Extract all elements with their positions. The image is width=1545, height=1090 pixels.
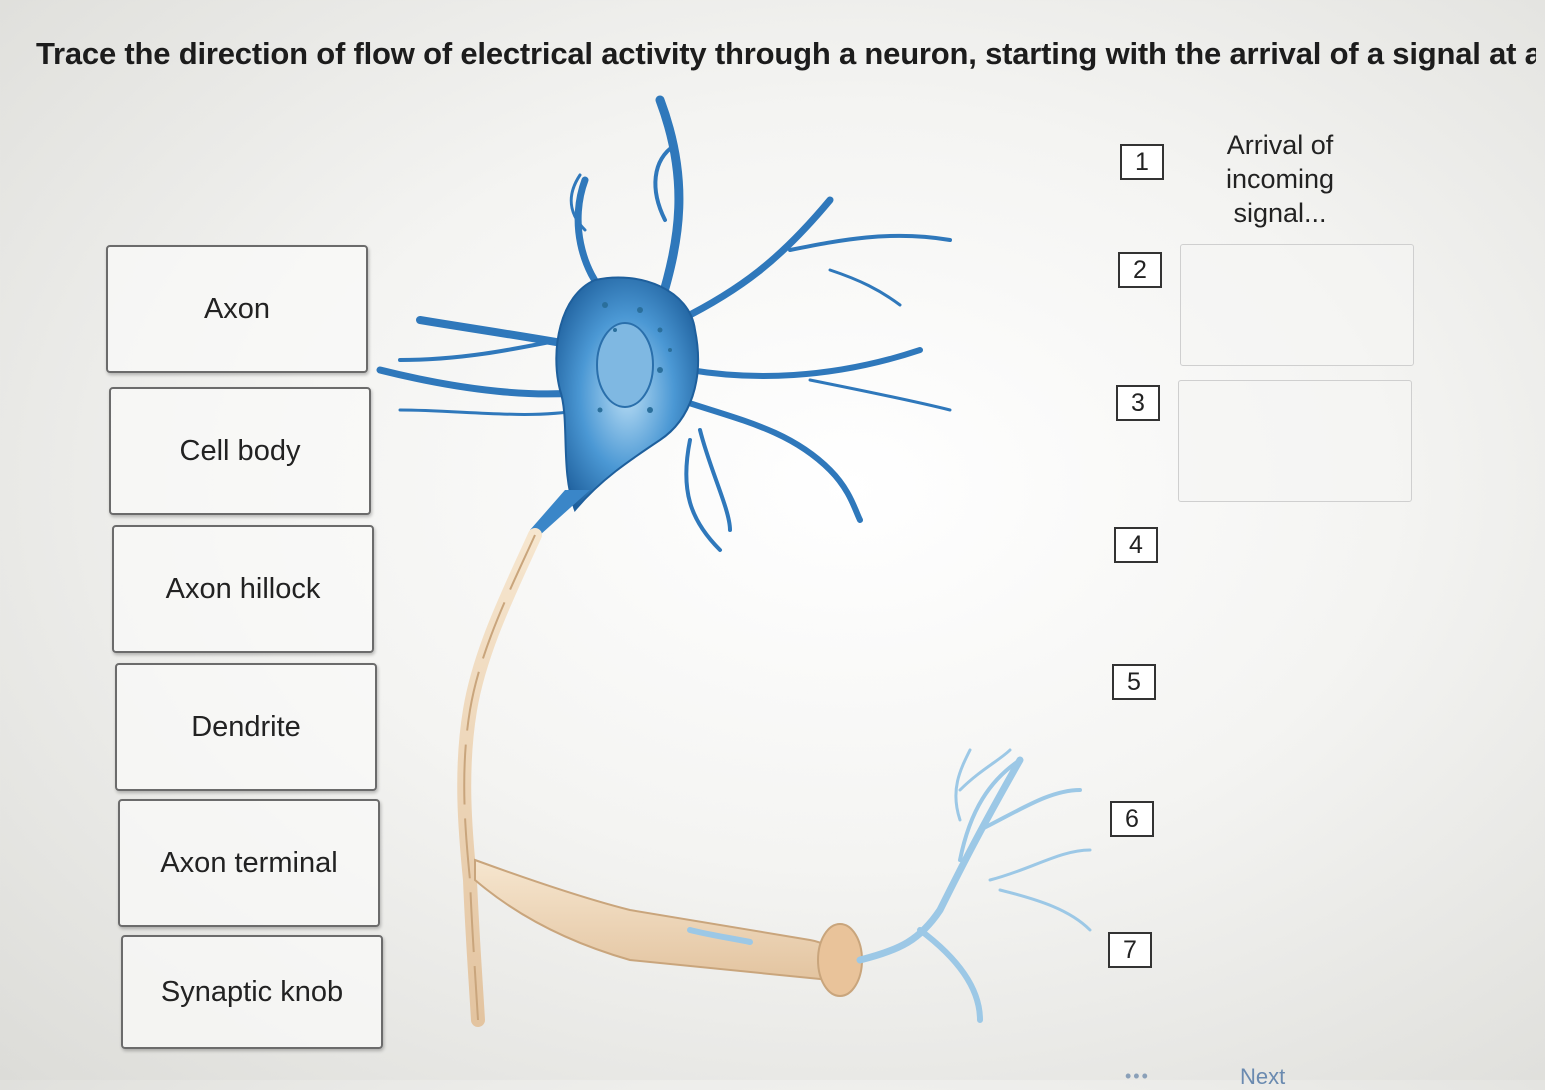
drag-item-axon[interactable]: Axon bbox=[106, 245, 368, 373]
step-number-7: 7 bbox=[1108, 932, 1152, 968]
drag-item-dendrite[interactable]: Dendrite bbox=[115, 663, 377, 791]
myelin-sheath-shape bbox=[474, 858, 842, 982]
step-number-1: 1 bbox=[1120, 144, 1164, 180]
axon-terminals bbox=[856, 748, 1092, 1023]
drag-item-label: Axon hillock bbox=[165, 572, 321, 605]
drag-item-synaptic-knob[interactable]: Synaptic knob bbox=[121, 935, 383, 1049]
next-button[interactable]: Next bbox=[1240, 1064, 1286, 1089]
more-options-icon[interactable]: ••• bbox=[1125, 1066, 1150, 1086]
axon-hillock-shape bbox=[530, 490, 590, 535]
drag-item-label: Axon terminal bbox=[160, 846, 338, 879]
axon-shape bbox=[457, 528, 542, 1027]
drag-item-label: Dendrite bbox=[191, 710, 301, 743]
drag-item-axon-terminal[interactable]: Axon terminal bbox=[118, 799, 380, 927]
step-number-4: 4 bbox=[1114, 527, 1158, 563]
step-number-2: 2 bbox=[1118, 252, 1162, 288]
step-number-5: 5 bbox=[1112, 664, 1156, 700]
drag-item-cell-body[interactable]: Cell body bbox=[109, 387, 371, 515]
neuron-illustration bbox=[376, 95, 1092, 1027]
step-number-3: 3 bbox=[1116, 385, 1160, 421]
drop-zone-step-3[interactable] bbox=[1178, 380, 1412, 502]
organelles bbox=[597, 302, 672, 413]
drop-zone-step-2[interactable] bbox=[1180, 244, 1414, 366]
dendrites bbox=[376, 95, 952, 552]
question-text: Trace the direction of flow of electrica… bbox=[36, 36, 1536, 71]
nucleus-shape bbox=[596, 322, 654, 408]
drag-item-axon-hillock[interactable]: Axon hillock bbox=[112, 525, 374, 653]
step-number-6: 6 bbox=[1110, 801, 1154, 837]
step-1-answer: Arrival of incoming signal... bbox=[1225, 130, 1335, 228]
drag-item-label: Axon bbox=[203, 292, 271, 325]
drag-item-label: Synaptic knob bbox=[160, 975, 344, 1008]
drag-item-label: Cell body bbox=[179, 434, 301, 467]
